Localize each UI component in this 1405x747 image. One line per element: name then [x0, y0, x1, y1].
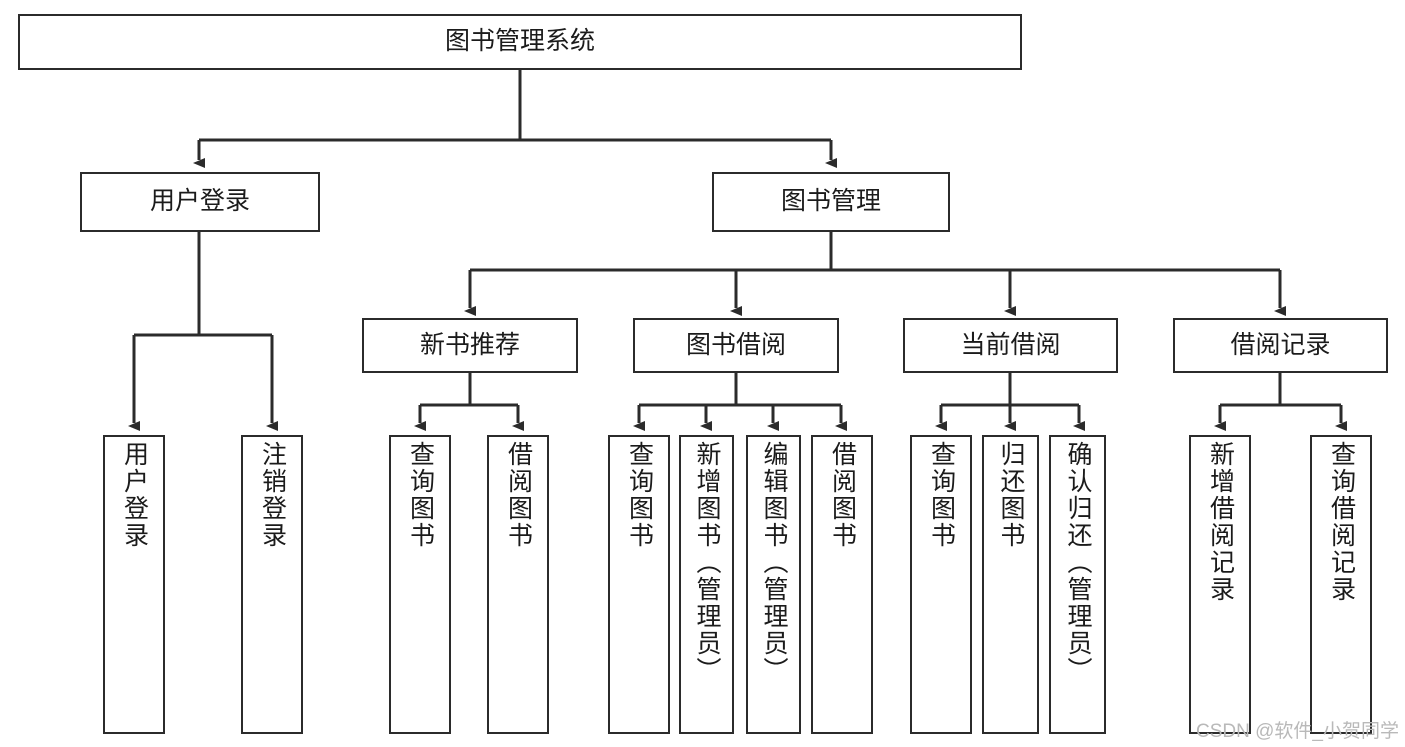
node-borrow-record[interactable]: 借阅记录	[1173, 318, 1388, 373]
node-label: 新书推荐	[419, 330, 520, 359]
edge-new-book-to-leaves	[414, 373, 524, 431]
node-book-borrow[interactable]: 图书借阅	[633, 318, 839, 373]
node-label: 新增借阅记录	[1206, 441, 1235, 603]
leaf-logout-login[interactable]: 注销登录	[241, 435, 303, 734]
edge-borrow-record-to-leaves	[1214, 373, 1347, 431]
edge-root-to-level2	[193, 70, 837, 168]
node-label: 查询图书	[625, 441, 654, 549]
node-label: 查询借阅记录	[1327, 441, 1356, 603]
node-label: 图书管理	[780, 187, 881, 216]
edge-current-borrow-to-leaves	[935, 373, 1085, 431]
leaf-borrow-book[interactable]: 借阅图书	[811, 435, 873, 734]
node-label: 查询图书	[406, 441, 435, 549]
leaf-add-borrow-record[interactable]: 新增借阅记录	[1189, 435, 1251, 734]
node-label: 编辑图书（管理员）	[760, 441, 788, 684]
edge-book-manage-to-level3	[464, 232, 1286, 316]
leaf-return-book[interactable]: 归还图书	[982, 435, 1039, 734]
node-label: 注销登录	[258, 441, 287, 549]
leaf-query-borrow-record[interactable]: 查询借阅记录	[1310, 435, 1372, 734]
node-label: 当前借阅	[960, 330, 1061, 359]
leaf-edit-book-admin[interactable]: 编辑图书（管理员）	[746, 435, 801, 734]
leaf-query-book-borrow[interactable]: 查询图书	[608, 435, 670, 734]
node-label: 借阅图书	[504, 441, 533, 549]
edge-book-borrow-to-leaves	[633, 373, 847, 431]
node-label: 确认归还（管理员）	[1064, 441, 1092, 684]
node-label: 借阅图书	[828, 441, 857, 549]
node-book-management[interactable]: 图书管理	[712, 172, 950, 232]
node-current-borrow[interactable]: 当前借阅	[903, 318, 1118, 373]
node-label: 用户登录	[149, 187, 250, 216]
leaf-user-login[interactable]: 用户登录	[103, 435, 165, 734]
node-label: 新增图书（管理员）	[693, 441, 721, 684]
node-label: 借阅记录	[1230, 330, 1331, 359]
node-label: 图书管理系统	[444, 27, 595, 56]
edge-user-login-to-leaves	[128, 232, 278, 431]
node-label: 归还图书	[997, 441, 1025, 549]
leaf-confirm-return-admin[interactable]: 确认归还（管理员）	[1049, 435, 1106, 734]
leaf-borrow-book-recommend[interactable]: 借阅图书	[487, 435, 549, 734]
leaf-query-book-recommend[interactable]: 查询图书	[389, 435, 451, 734]
node-label: 用户登录	[120, 441, 149, 549]
leaf-query-book-current[interactable]: 查询图书	[910, 435, 972, 734]
node-label: 查询图书	[927, 441, 956, 549]
node-label: 图书借阅	[685, 330, 786, 359]
node-root-system[interactable]: 图书管理系统	[18, 14, 1022, 70]
node-user-login[interactable]: 用户登录	[80, 172, 320, 232]
node-new-book-recommend[interactable]: 新书推荐	[362, 318, 578, 373]
leaf-add-book-admin[interactable]: 新增图书（管理员）	[679, 435, 734, 734]
